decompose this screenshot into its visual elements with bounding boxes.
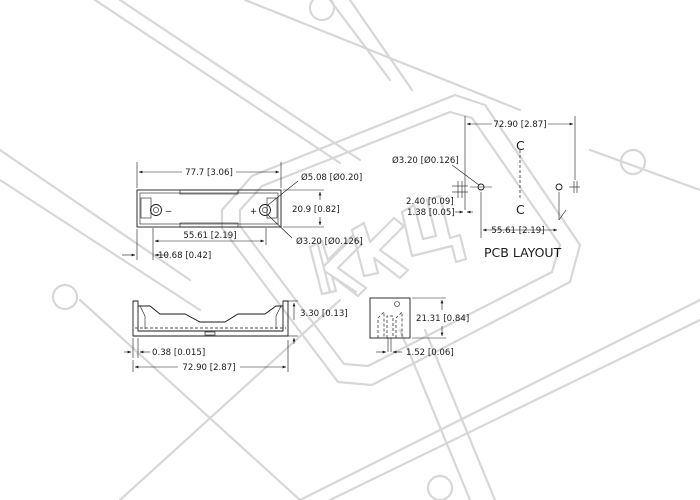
top-width-label: 20.9 [0.82] [292,205,340,215]
holder-end [369,297,411,339]
top-length-label: 77.7 [3.06] [185,168,233,178]
side-height-label: 3.30 [0.13] [300,309,348,319]
side-thickness-label: 0.38 [0.015] [152,348,205,358]
watermark-circle-left [51,283,79,311]
pcb-hole-label: Ø3.20 [Ø0.126] [392,155,459,166]
plus-mark: + [250,207,257,217]
pcb-layout: 72.90 [2.87] C C Ø3.20 [Ø0.126] 2.40 [0.… [392,116,580,260]
centerline-mark-top: C [516,138,525,153]
pin-spacing-label: 55.61 [2.19] [183,231,236,241]
centerline-mark-bottom: C [516,202,525,217]
minus-mark: − [165,207,172,217]
end-height-label: 21.31 [0.84] [416,314,469,324]
contact-diameter-label: Ø5.08 [Ø0.20] [301,172,362,183]
pin-width-label: 1.52 [0.06] [406,348,454,358]
pcb-slot-offset-label: 1.38 [0.05] [407,208,455,218]
side-length-label: 72.90 [2.87] [182,363,235,373]
watermark-circle-right [619,148,647,176]
pcb-hole-right [555,183,563,191]
end-view: 21.31 [0.84] 1.52 [0.06] [369,297,469,358]
top-view: − + 77.7 [3.06] Ø5.08 [Ø0.20] 20.9 [0.82… [122,162,363,261]
pcb-overall-label: 72.90 [2.87] [493,120,546,130]
pin-hole-label: Ø3.20 [Ø0.126] [296,236,363,247]
pcb-layout-title: PCB LAYOUT [484,245,562,260]
watermark-circle-bottom [426,474,454,500]
holder-side-profile [132,300,289,337]
pcb-pin-spacing-label: 55.61 [2.19] [491,226,544,236]
pin-offset-label: 10.68 [0.42] [158,251,211,261]
watermark-circle-top [308,0,336,22]
negative-contact [150,204,162,216]
pcb-slot-width-label: 2.40 [0.09] [406,197,454,207]
side-view: 3.30 [0.13] 0.38 [0.015] 72.90 [2.87] [124,300,348,373]
positive-contact [259,204,271,216]
